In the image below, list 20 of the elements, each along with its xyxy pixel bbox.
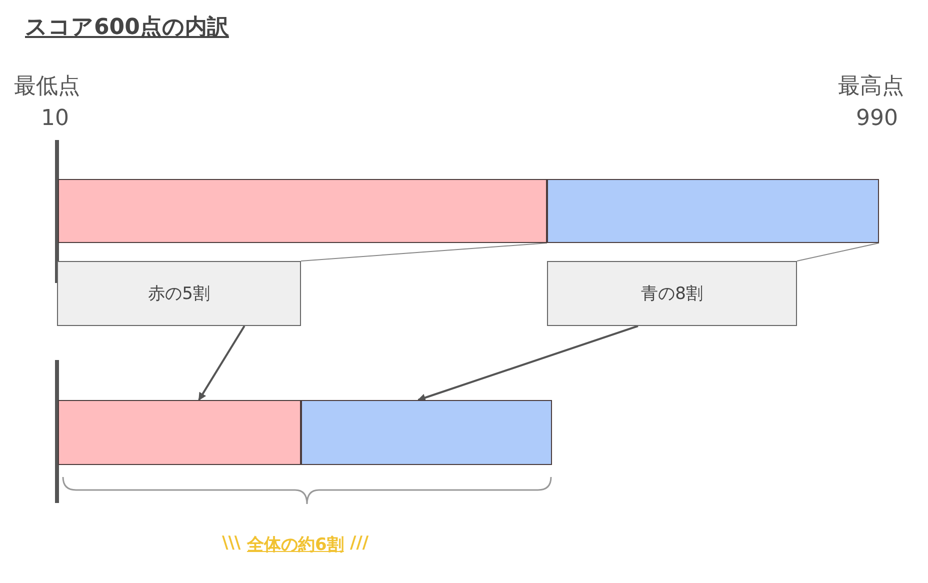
label-box bbox=[57, 261, 301, 326]
bar-segment bbox=[547, 179, 879, 243]
bar-segment bbox=[58, 179, 547, 243]
connector-line bbox=[796, 242, 880, 262]
axis-label: 最高点 bbox=[838, 73, 904, 101]
bar-segment bbox=[58, 400, 301, 465]
connector-line bbox=[300, 242, 548, 262]
axis-value: 990 bbox=[856, 106, 898, 131]
bar-segment bbox=[301, 400, 552, 465]
box-label: 赤の5割 bbox=[148, 283, 210, 305]
axis-label: 最低点 bbox=[14, 73, 80, 101]
decoration-text: \\\ bbox=[222, 533, 241, 553]
summary-text: 全体の約6割 bbox=[247, 534, 344, 556]
title: スコア600点の内訳 bbox=[25, 14, 229, 42]
arrow bbox=[417, 325, 638, 402]
arrow bbox=[198, 325, 246, 401]
decoration-text: /// bbox=[350, 533, 369, 553]
box-label: 青の8割 bbox=[641, 283, 703, 305]
label-box bbox=[547, 261, 797, 326]
axis-value: 10 bbox=[41, 106, 69, 131]
